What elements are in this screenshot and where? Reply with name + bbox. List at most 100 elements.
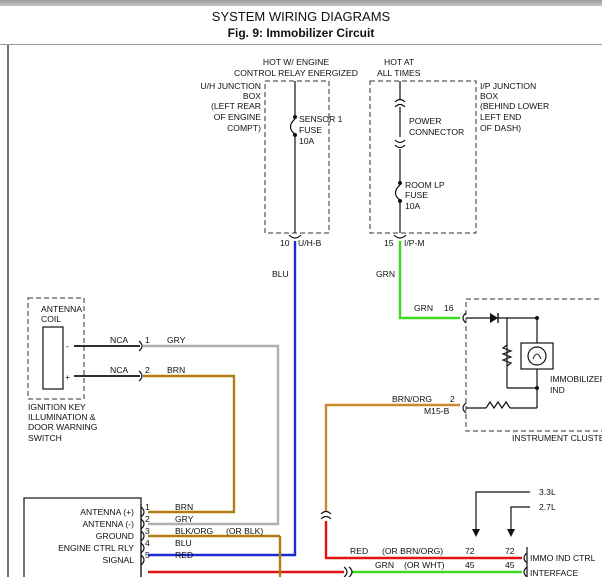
grn-wire-label: GRN	[376, 269, 395, 279]
red-pin-b: 72	[505, 546, 515, 556]
gry-wire	[143, 344, 280, 526]
cluster-grn-label: GRN	[414, 303, 433, 313]
uhb-connector-icon	[288, 234, 302, 239]
room-fuse-terminal-bottom	[398, 199, 402, 203]
m15b-connector-label: M15-B	[424, 406, 450, 416]
grn-pin-a: 45	[465, 560, 475, 570]
ipm-connector-icon	[393, 234, 407, 239]
cluster-junction-top	[535, 316, 539, 320]
hot-at-all-times-label: HOT AT	[384, 57, 415, 67]
ipm-pin: 15	[384, 238, 394, 248]
sensor-fuse-rating: 10A	[299, 136, 315, 146]
coil-plus-sign: +	[65, 372, 70, 382]
hot-engine-label-2: CONTROL RELAY ENERGIZED	[234, 68, 358, 78]
cluster-connector-icon-2	[462, 402, 467, 414]
inline-connector-icon-2	[320, 515, 332, 520]
red-wire-alt-label: (OR BRN/ORG)	[382, 546, 443, 556]
power-connector-bottom-icon-2	[394, 144, 406, 149]
pcm-connector-icon	[140, 530, 145, 542]
antenna-coil-icon	[42, 326, 64, 390]
uh-box-label-3: (LEFT REAR	[211, 101, 261, 111]
inline-connector-icon	[320, 510, 332, 515]
ign-switch-label: IGNITION KEY	[28, 402, 86, 412]
uh-box-label-4: OF ENGINE	[214, 112, 262, 122]
hot-at-all-times-label-2: ALL TIMES	[377, 68, 421, 78]
figure-caption: Fig. 9: Immobilizer Circuit	[227, 26, 375, 40]
pcm-wire-color: BRN	[175, 502, 193, 512]
wiring-diagram: HOT W/ ENGINE CONTROL RELAY ENERGIZED U/…	[0, 45, 602, 577]
pcm-connector-icon	[140, 506, 145, 518]
cluster-pin-2: 2	[450, 394, 455, 404]
blu-wire	[148, 241, 297, 557]
immo-ctrl-connector-icon	[523, 552, 528, 564]
interface-connector-icon	[523, 566, 528, 577]
diode-icon	[490, 313, 498, 323]
pcm-wire-color: BLU	[175, 538, 192, 548]
pcm-wire-color: BLK/ORG	[175, 526, 214, 536]
sensor-fuse-label-2: FUSE	[299, 125, 322, 135]
ip-junction-box	[369, 80, 477, 234]
room-fuse-terminal-top	[398, 181, 402, 185]
cluster-resistor-icon	[485, 400, 511, 410]
brn-org-label: BRN/ORG	[392, 394, 432, 404]
ip-box-label-4: LEFT END	[480, 112, 521, 122]
wiring-diagram-canvas: HOT W/ ENGINE CONTROL RELAY ENERGIZED U/…	[7, 45, 602, 577]
pcm-module-box	[23, 497, 142, 577]
signal-connector-icon	[343, 566, 348, 577]
power-connector-bottom-icon	[394, 139, 406, 144]
uhb-pin: 10	[280, 238, 290, 248]
coil-minus-sign: -	[66, 341, 69, 351]
grn-pin-b: 45	[505, 560, 515, 570]
room-fuse-label-2: FUSE	[405, 190, 428, 200]
blu-wire-label: BLU	[272, 269, 289, 279]
page-header: SYSTEM WIRING DIAGRAMS Fig. 9: Immobiliz…	[0, 6, 602, 45]
ign-switch-label-3: DOOR WARNING	[28, 422, 98, 432]
gry-wire-label: GRY	[167, 335, 186, 345]
nca-label-1: NCA	[110, 335, 128, 345]
red-immo-wire	[324, 521, 522, 560]
cluster-pin-16: 16	[444, 303, 454, 313]
resistor-icon	[501, 344, 513, 367]
hot-engine-label: HOT W/ ENGINE	[263, 57, 329, 67]
pcm-pin-number: 3	[145, 526, 150, 536]
immobilizer-ind-label-2: IND	[550, 385, 565, 395]
variant-27-arrow-icon	[507, 529, 515, 537]
uh-junction-box	[264, 80, 330, 234]
ip-box-label-5: OF DASH)	[480, 123, 521, 133]
room-fuse-rating: 10A	[405, 201, 421, 211]
grn-wire	[398, 241, 460, 320]
pcm-pin-label: ENGINE CTRL RLY	[58, 543, 134, 553]
room-fuse-label: ROOM LP	[405, 180, 445, 190]
red-pin-a: 72	[465, 546, 475, 556]
variant-33-line	[475, 491, 530, 533]
room-fuse-icon	[394, 184, 401, 201]
antenna-connector-icon-1	[138, 340, 143, 352]
pcm-wire-color: RED	[175, 550, 193, 560]
immobilizer-ind-label: IMMOBILIZER	[550, 374, 602, 384]
pcm-wire-alt: (OR BLK)	[226, 526, 263, 536]
antenna-pin-1: 1	[145, 335, 150, 345]
antenna-connector-icon-2	[138, 370, 143, 382]
ign-switch-label-4: SWITCH	[28, 433, 62, 443]
pcm-pin-number: 2	[145, 514, 150, 524]
variant-33-label: 3.3L	[539, 487, 556, 497]
ign-switch-label-2: ILLUMINATION &	[28, 412, 96, 422]
immo-ind-ctrl-label: IMMO IND CTRL	[530, 553, 596, 563]
grn-interface-alt-label: (OR WHT)	[404, 560, 445, 570]
power-connector-label: POWER	[409, 116, 441, 126]
pcm-pin-label: SIGNAL	[102, 555, 134, 565]
power-connector-label-2: CONNECTOR	[409, 127, 464, 137]
lamp-filament-icon	[532, 353, 542, 360]
interface-label: INTERFACE	[530, 568, 578, 577]
variant-33-arrow-icon	[472, 529, 480, 537]
lamp-icon	[527, 346, 547, 366]
page-title: SYSTEM WIRING DIAGRAMS	[211, 9, 391, 24]
pcm-pin-label: ANTENNA (-)	[82, 519, 134, 529]
brn-org-wire	[324, 403, 460, 511]
variant-27-label: 2.7L	[539, 502, 556, 512]
power-connector-top-icon-2	[394, 103, 406, 108]
pcm-pin-number: 5	[145, 550, 150, 560]
pcm-pin-label: ANTENNA (+)	[80, 507, 134, 517]
power-connector-top-icon	[394, 98, 406, 103]
